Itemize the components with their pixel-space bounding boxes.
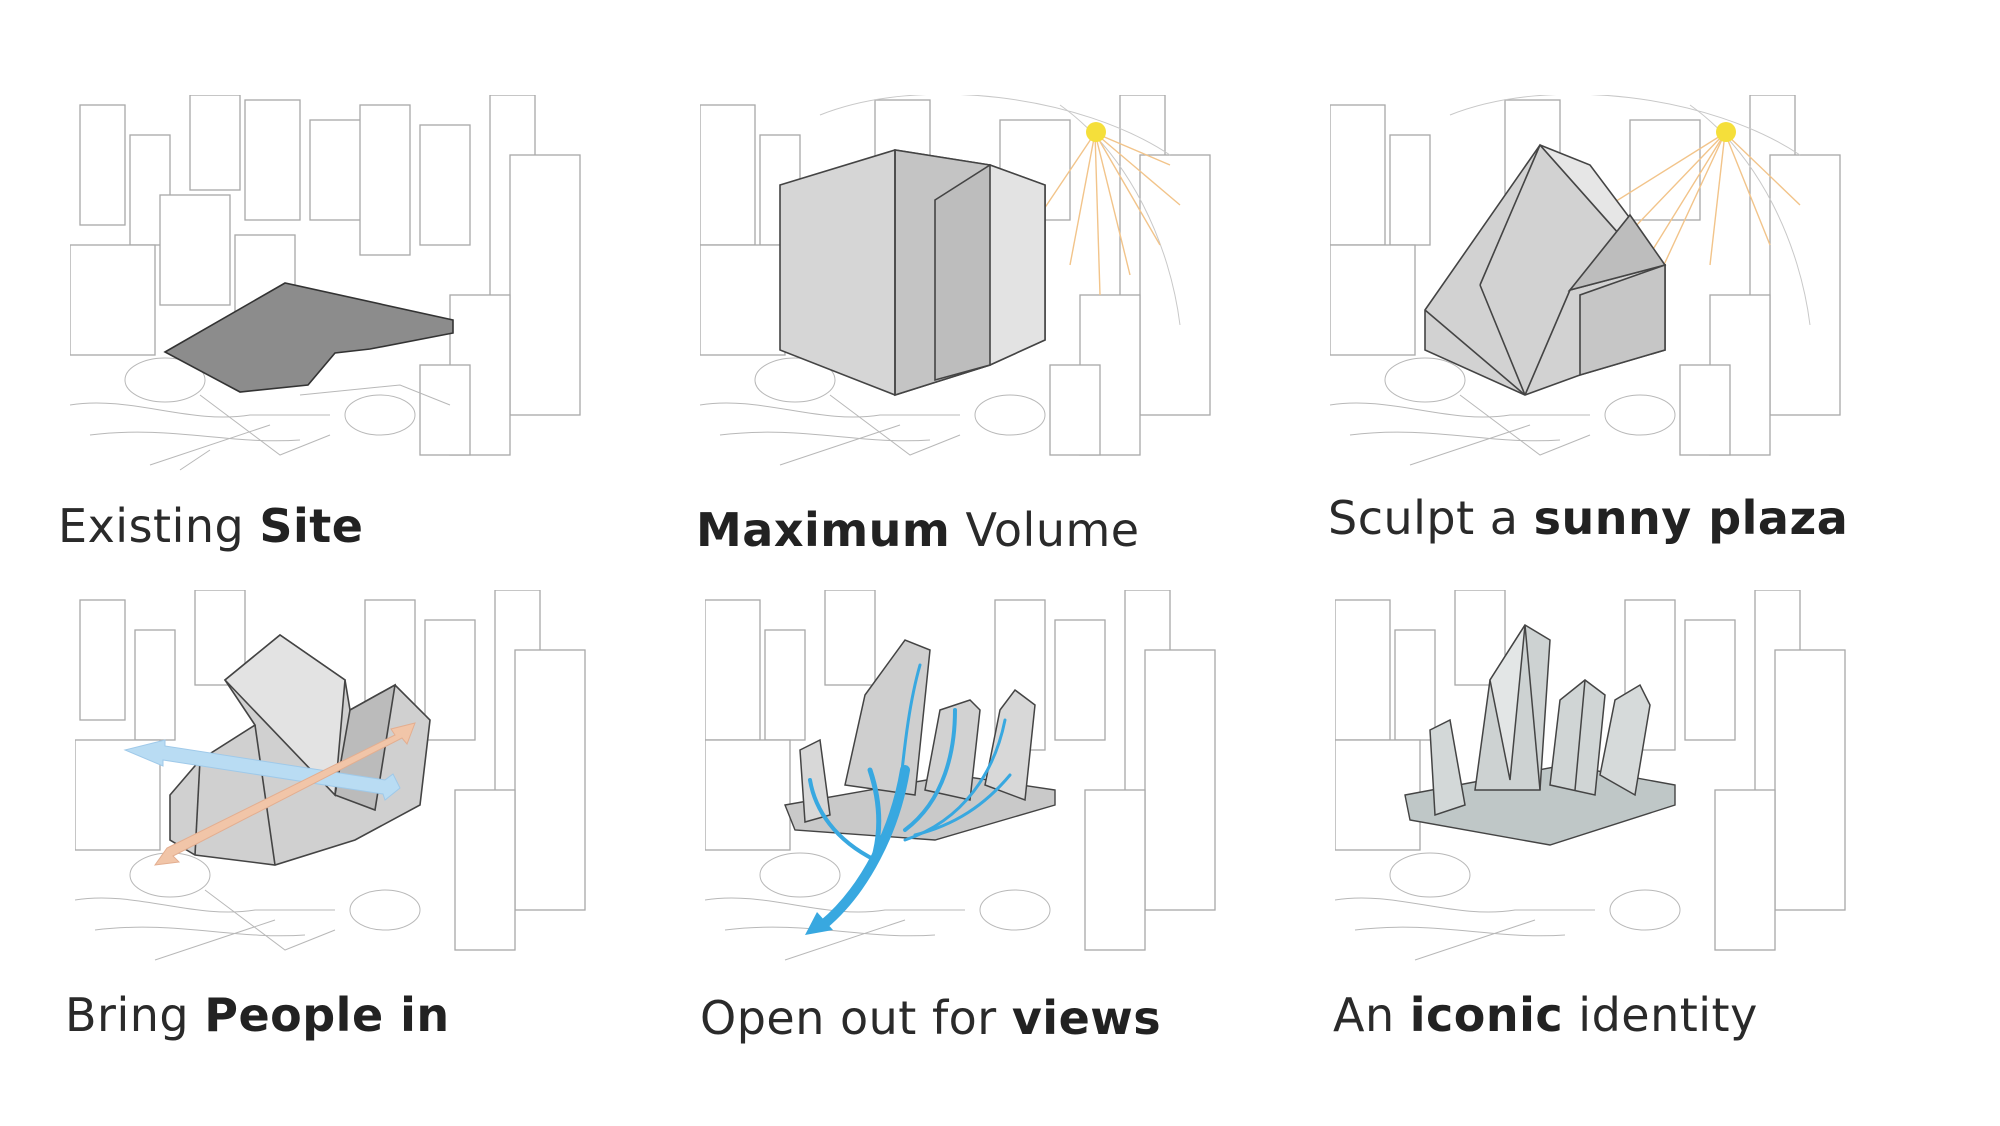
flow-arrow-peach	[153, 722, 416, 866]
panel-maximum-volume: Maximum Volume	[696, 95, 1240, 553]
flow-arrow-light-blue	[123, 739, 401, 801]
sculpted-massing-drawing	[1330, 95, 1841, 466]
panel-caption: Maximum Volume	[696, 503, 1140, 557]
panel-iconic-identity: An iconic identity	[1333, 590, 1875, 1038]
panel-caption: Bring People in	[65, 988, 450, 1042]
panel-existing-site: Existing Site	[58, 95, 610, 549]
existing-site-parcel	[163, 282, 454, 393]
massing-drawing	[700, 95, 1211, 466]
panel-sculpt-sunny-plaza: Sculpt a sunny plaza	[1328, 95, 1870, 541]
view-flow-arrowhead	[805, 912, 833, 935]
sun-icon	[1716, 122, 1736, 142]
panel-caption: An iconic identity	[1333, 988, 1758, 1042]
view-flow-lines	[808, 663, 1012, 930]
panel-caption: Open out for views	[700, 991, 1162, 1045]
iconic-towers-drawing	[1335, 590, 1846, 961]
panel-caption: Existing Site	[58, 499, 364, 553]
panel-bring-people-in: Bring People in	[65, 590, 615, 1038]
city-context-drawing	[70, 95, 581, 471]
iconic-tower-group	[1429, 623, 1651, 817]
views-drawing	[705, 590, 1216, 961]
maximum-volume-block	[779, 149, 1046, 397]
sun-icon	[1086, 122, 1106, 142]
circulation-drawing	[75, 590, 586, 961]
panel-caption: Sculpt a sunny plaza	[1328, 491, 1849, 545]
sculpted-volume	[1424, 143, 1667, 396]
panel-open-out-for-views: Open out for views	[700, 590, 1245, 1041]
